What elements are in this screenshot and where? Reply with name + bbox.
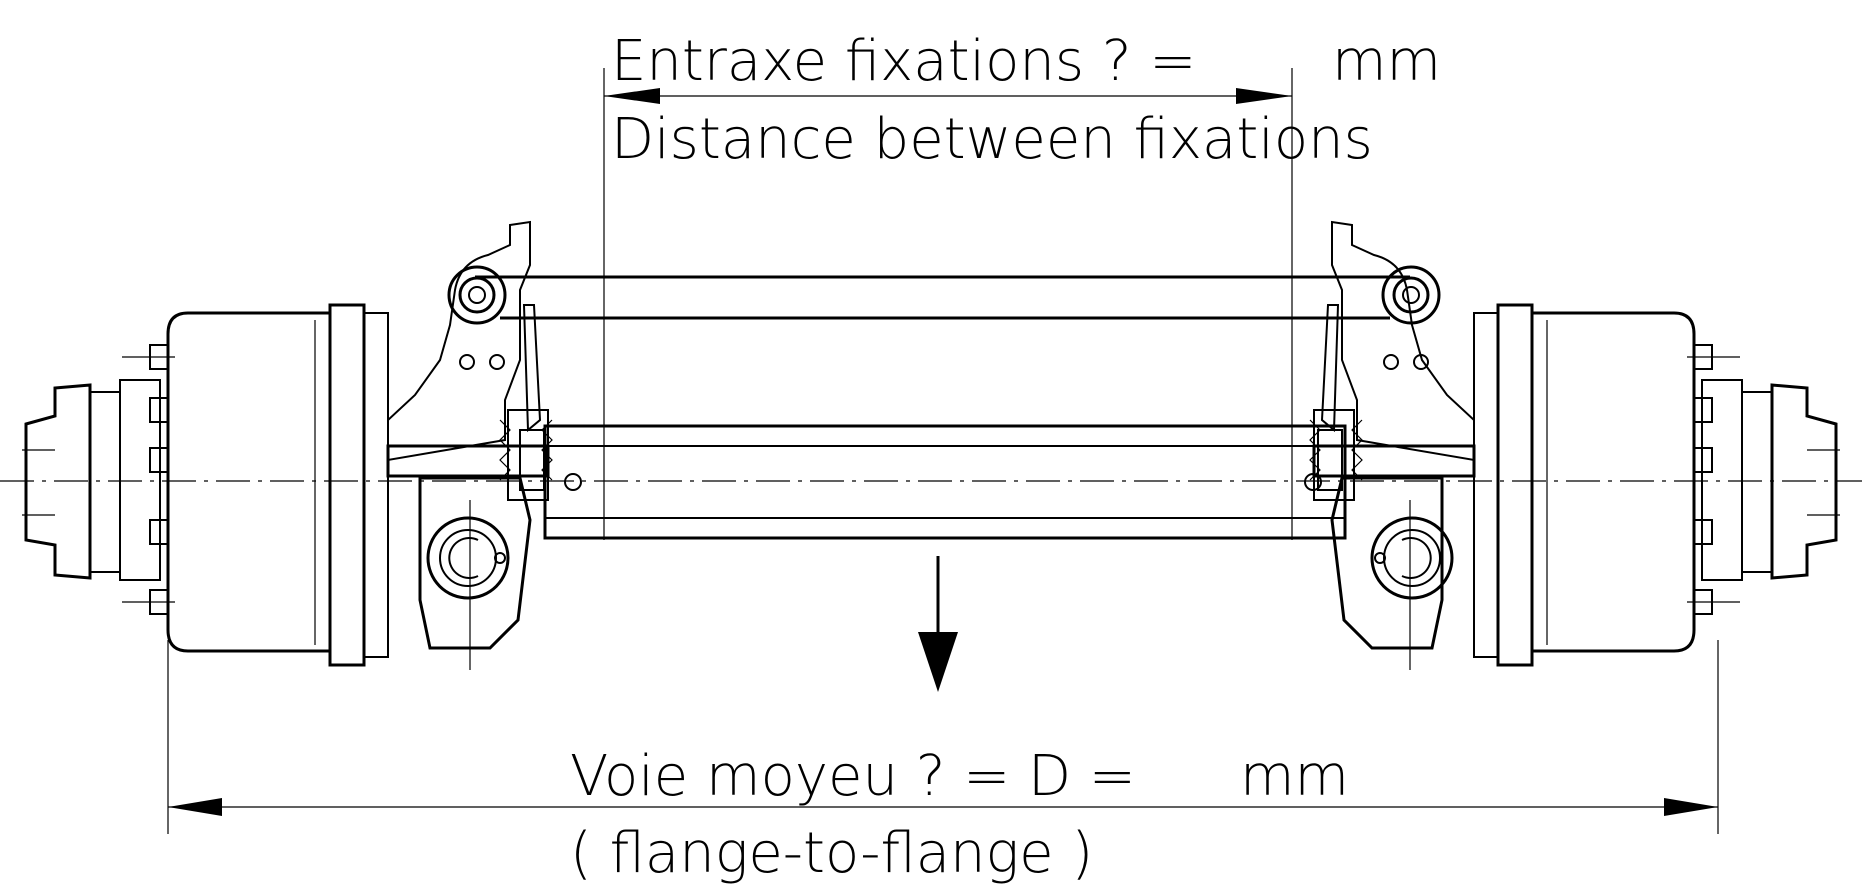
- fixation-unit: mm: [1332, 29, 1441, 94]
- right-spring-seat: [1309, 409, 1476, 501]
- right-wheel-hub: [1687, 344, 1840, 615]
- right-brake-drum: [1473, 303, 1696, 667]
- hub-track-unit: mm: [1240, 744, 1349, 809]
- left-brake-drum: [166, 303, 389, 667]
- hub-track-arrow-left: [168, 798, 222, 816]
- hub-track-dimension: Voie moyeu ? = D = mm ( flange-to-flange…: [167, 640, 1719, 886]
- fixation-distance-dimension: Entraxe fixations ? = mm Distance betwee…: [603, 29, 1441, 540]
- right-assembly: [1309, 220, 1840, 670]
- fixation-arrow-left: [604, 88, 660, 104]
- right-hanger-bracket: [1320, 220, 1475, 462]
- left-hanger-bracket: [387, 220, 542, 462]
- left-wheel-hub: [22, 344, 175, 615]
- fixation-label: Entraxe fixations ? =: [611, 29, 1196, 94]
- hub-track-arrow-right: [1664, 798, 1718, 816]
- suspension-bars: [475, 275, 1410, 320]
- fixation-arrow-right: [1236, 88, 1292, 104]
- left-spring-seat: [386, 409, 553, 501]
- hub-track-label: Voie moyeu ? = D =: [570, 744, 1136, 809]
- right-brake-chamber: [1330, 476, 1454, 670]
- hub-track-label-english: ( flange-to-flange ): [570, 821, 1093, 886]
- load-arrow: [918, 556, 958, 692]
- axle-beam: [543, 424, 1347, 540]
- fixation-label-english: Distance between fixations: [611, 107, 1373, 172]
- left-brake-chamber: [418, 476, 532, 670]
